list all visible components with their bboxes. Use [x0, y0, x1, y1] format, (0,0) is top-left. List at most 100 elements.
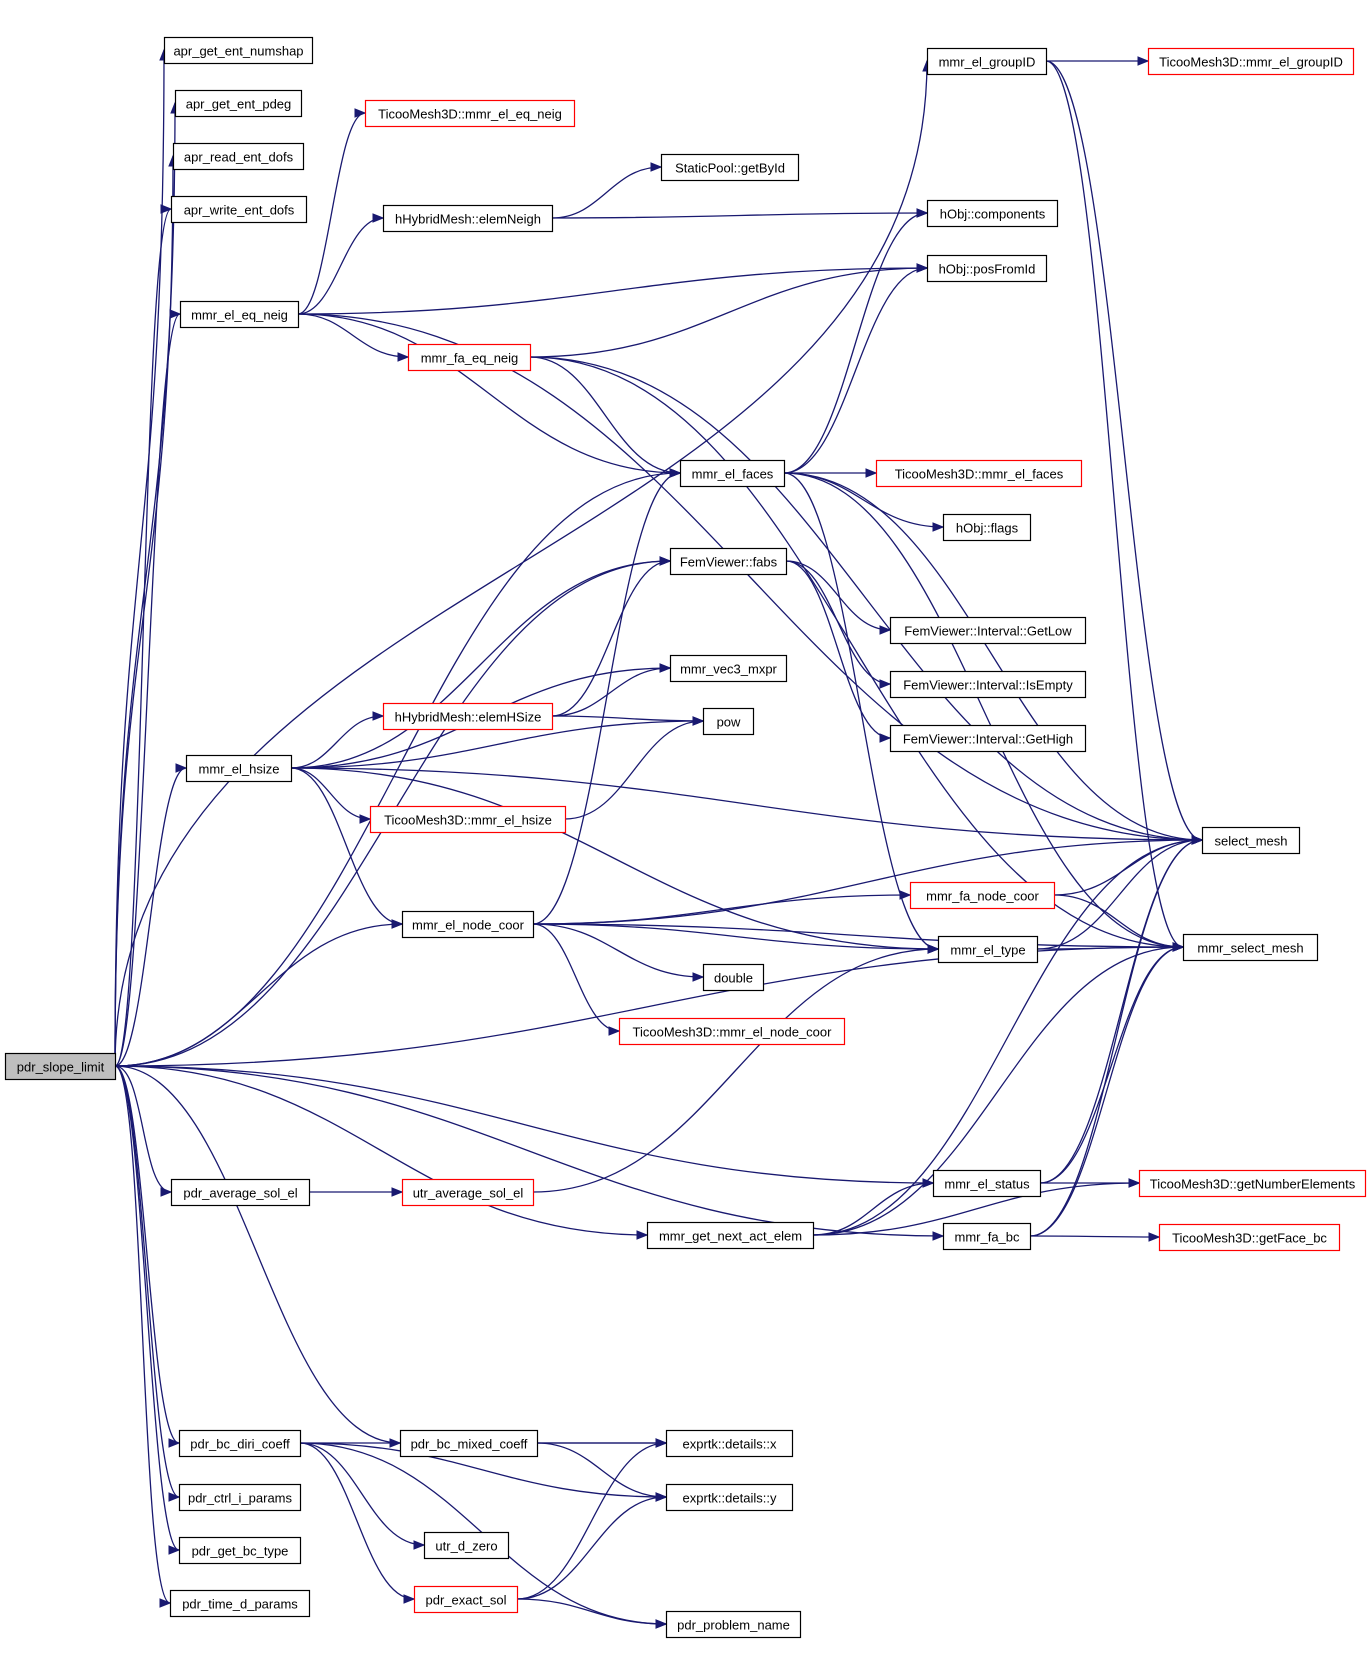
node-ticoomesh3d-mmr-el-groupid[interactable]: TicooMesh3D::mmr_el_groupID	[1147, 47, 1355, 76]
node-box[interactable]	[401, 910, 535, 939]
node-ticoomesh3d-getface-bc[interactable]: TicooMesh3D::getFace_bc	[1158, 1223, 1341, 1252]
node-box[interactable]	[875, 459, 1083, 488]
node-box[interactable]	[369, 805, 567, 834]
node-mmr-el-eq-neig[interactable]: mmr_el_eq_neig	[179, 300, 300, 329]
node-hobj-flags[interactable]: hObj::flags	[942, 513, 1032, 542]
node-box[interactable]	[382, 204, 554, 233]
node-box[interactable]	[172, 142, 305, 171]
node-mmr-el-status[interactable]: mmr_el_status	[932, 1169, 1042, 1198]
node-box[interactable]	[669, 547, 788, 576]
node-double[interactable]: double	[702, 963, 765, 992]
node-box[interactable]	[909, 881, 1056, 910]
node-box[interactable]	[932, 1169, 1042, 1198]
node-apr-get-ent-numshap[interactable]: apr_get_ent_numshap	[163, 36, 314, 65]
node-mmr-fa-eq-neig[interactable]: mmr_fa_eq_neig	[407, 343, 532, 372]
node-apr-write-ent-dofs[interactable]: apr_write_ent_dofs	[170, 195, 308, 224]
node-box[interactable]	[665, 1429, 794, 1458]
node-ticoomesh3d-getnumberelements[interactable]: TicooMesh3D::getNumberElements	[1138, 1169, 1367, 1198]
node-box[interactable]	[702, 707, 755, 736]
node-box[interactable]	[889, 724, 1087, 753]
node-ticoomesh3d-mmr-el-hsize[interactable]: TicooMesh3D::mmr_el_hsize	[369, 805, 567, 834]
node-pdr-ctrl-i-params[interactable]: pdr_ctrl_i_params	[178, 1483, 302, 1512]
node-box[interactable]	[926, 254, 1048, 283]
node-mmr-el-node-coor[interactable]: mmr_el_node_coor	[401, 910, 535, 939]
node-mmr-vec3-mxpr[interactable]: mmr_vec3_mxpr	[669, 654, 788, 683]
node-box[interactable]	[1147, 47, 1355, 76]
node-mmr-get-next-act-elem[interactable]: mmr_get_next_act_elem	[646, 1221, 815, 1250]
node-box[interactable]	[646, 1221, 815, 1250]
node-femviewer-interval-isempty[interactable]: FemViewer::Interval::IsEmpty	[889, 670, 1087, 699]
node-box[interactable]	[169, 1589, 311, 1618]
node-box[interactable]	[942, 513, 1032, 542]
node-box[interactable]	[163, 36, 314, 65]
node-femviewer-interval-getlow[interactable]: FemViewer::Interval::GetLow	[889, 616, 1087, 645]
node-mmr-el-groupid[interactable]: mmr_el_groupID	[926, 47, 1048, 76]
node-hobj-components[interactable]: hObj::components	[926, 199, 1059, 228]
node-staticpool-getbyid[interactable]: StaticPool::getById	[660, 153, 800, 182]
node-box[interactable]	[679, 459, 786, 488]
node-box[interactable]	[942, 1222, 1032, 1251]
node-mmr-select-mesh[interactable]: mmr_select_mesh	[1182, 933, 1319, 962]
node-box[interactable]	[926, 199, 1059, 228]
node-box[interactable]	[407, 343, 532, 372]
node-box[interactable]	[889, 670, 1087, 699]
node-pow[interactable]: pow	[702, 707, 755, 736]
node-box[interactable]	[1158, 1223, 1341, 1252]
node-box[interactable]	[665, 1610, 802, 1639]
node-hhybridmesh-elemneigh[interactable]: hHybridMesh::elemNeigh	[382, 204, 554, 233]
node-box[interactable]	[185, 754, 293, 783]
node-utr-d-zero[interactable]: utr_d_zero	[423, 1531, 510, 1560]
node-box[interactable]	[401, 1178, 535, 1207]
node-box[interactable]	[170, 1178, 311, 1207]
node-pdr-get-bc-type[interactable]: pdr_get_bc_type	[178, 1536, 302, 1565]
node-box[interactable]	[889, 616, 1087, 645]
node-hobj-posfromid[interactable]: hObj::posFromId	[926, 254, 1048, 283]
node-box[interactable]	[1201, 826, 1301, 855]
node-mmr-fa-node-coor[interactable]: mmr_fa_node_coor	[909, 881, 1056, 910]
node-box[interactable]	[660, 153, 800, 182]
node-box[interactable]	[382, 702, 554, 731]
node-box[interactable]	[364, 99, 576, 128]
node-box[interactable]	[926, 47, 1048, 76]
node-pdr-slope-limit[interactable]: pdr_slope_limit	[4, 1052, 117, 1081]
node-apr-get-ent-pdeg[interactable]: apr_get_ent_pdeg	[174, 89, 303, 118]
node-mmr-fa-bc[interactable]: mmr_fa_bc	[942, 1222, 1032, 1251]
node-ticoomesh3d-mmr-el-eq-neig[interactable]: TicooMesh3D::mmr_el_eq_neig	[364, 99, 576, 128]
node-pdr-bc-mixed-coeff[interactable]: pdr_bc_mixed_coeff	[399, 1429, 539, 1458]
node-pdr-time-d-params[interactable]: pdr_time_d_params	[169, 1589, 311, 1618]
node-mmr-el-type[interactable]: mmr_el_type	[937, 935, 1039, 964]
node-box[interactable]	[178, 1483, 302, 1512]
node-utr-average-sol-el[interactable]: utr_average_sol_el	[401, 1178, 535, 1207]
node-box[interactable]	[174, 89, 303, 118]
node-box[interactable]	[179, 300, 300, 329]
node-pdr-exact-sol[interactable]: pdr_exact_sol	[413, 1585, 519, 1614]
node-pdr-bc-diri-coeff[interactable]: pdr_bc_diri_coeff	[178, 1429, 302, 1458]
node-box[interactable]	[178, 1429, 302, 1458]
node-pdr-average-sol-el[interactable]: pdr_average_sol_el	[170, 1178, 311, 1207]
node-ticoomesh3d-mmr-el-faces[interactable]: TicooMesh3D::mmr_el_faces	[875, 459, 1083, 488]
node-box[interactable]	[178, 1536, 302, 1565]
node-box[interactable]	[413, 1585, 519, 1614]
node-box[interactable]	[1182, 933, 1319, 962]
node-apr-read-ent-dofs[interactable]: apr_read_ent_dofs	[172, 142, 305, 171]
node-pdr-problem-name[interactable]: pdr_problem_name	[665, 1610, 802, 1639]
node-box[interactable]	[665, 1483, 794, 1512]
node-box[interactable]	[669, 654, 788, 683]
node-femviewer-interval-gethigh[interactable]: FemViewer::Interval::GetHigh	[889, 724, 1087, 753]
node-mmr-el-faces[interactable]: mmr_el_faces	[679, 459, 786, 488]
node-ticoomesh3d-mmr-el-node-coor[interactable]: TicooMesh3D::mmr_el_node_coor	[618, 1017, 846, 1046]
node-box[interactable]	[702, 963, 765, 992]
node-mmr-el-hsize[interactable]: mmr_el_hsize	[185, 754, 293, 783]
node-hhybridmesh-elemhsize[interactable]: hHybridMesh::elemHSize	[382, 702, 554, 731]
node-box[interactable]	[937, 935, 1039, 964]
node-exprtk-details-x[interactable]: exprtk::details::x	[665, 1429, 794, 1458]
node-box[interactable]	[423, 1531, 510, 1560]
node-box[interactable]	[170, 195, 308, 224]
node-exprtk-details-y[interactable]: exprtk::details::y	[665, 1483, 794, 1512]
node-box[interactable]	[399, 1429, 539, 1458]
node-femviewer-fabs[interactable]: FemViewer::fabs	[669, 547, 788, 576]
node-select-mesh[interactable]: select_mesh	[1201, 826, 1301, 855]
node-box[interactable]	[4, 1052, 117, 1081]
node-box[interactable]	[618, 1017, 846, 1046]
node-box[interactable]	[1138, 1169, 1367, 1198]
